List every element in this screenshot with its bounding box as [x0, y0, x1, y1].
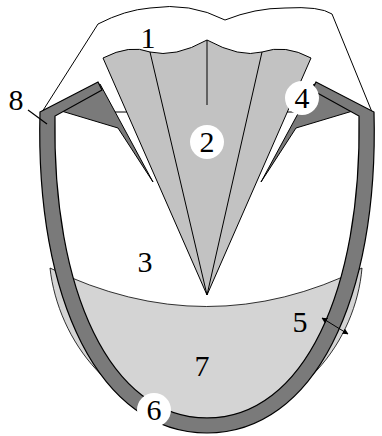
- callout-holder: 2: [190, 125, 224, 159]
- leader-line: [28, 110, 47, 124]
- callout-holder: 3: [138, 247, 153, 277]
- callout-holder: 6: [137, 393, 171, 427]
- callout-holder: 5: [293, 307, 308, 337]
- frog: [103, 40, 311, 295]
- callout-number: 3: [138, 247, 153, 277]
- callout-holder: 7: [195, 351, 210, 381]
- width-arrow: [322, 318, 348, 334]
- callout-number: 8: [9, 85, 24, 115]
- callout-number: 6: [137, 393, 171, 427]
- frog-grooves: [150, 40, 262, 295]
- callout-holder: 4: [285, 81, 319, 115]
- callout-number: 1: [141, 23, 156, 53]
- callout-number: 4: [285, 81, 319, 115]
- callout-holder: 1: [141, 23, 156, 53]
- callout-number: 5: [293, 307, 308, 337]
- callout-number: 7: [195, 351, 210, 381]
- callout-number: 2: [190, 125, 224, 159]
- callout-holder: 8: [9, 85, 24, 115]
- hoof-wall: [40, 82, 375, 433]
